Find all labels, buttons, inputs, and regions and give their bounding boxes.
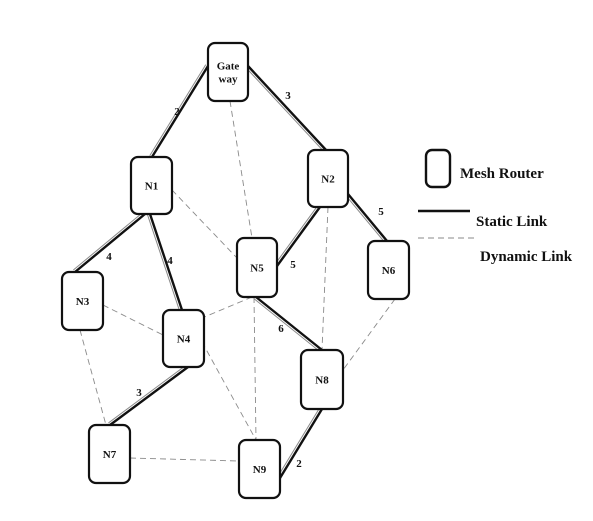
static-link-shadow-n1-n4 bbox=[147, 214, 181, 311]
legend-mesh-router-label: Mesh Router bbox=[460, 166, 544, 182]
static-link-n8-n9 bbox=[278, 408, 324, 479]
router-box-n9 bbox=[237, 438, 282, 500]
link-weight-n4-n7: 3 bbox=[136, 387, 142, 399]
static-link-n2-n5 bbox=[276, 206, 321, 267]
legend-dynamic-link-label: Dynamic Link bbox=[480, 249, 573, 265]
static-link-n2-n6 bbox=[347, 193, 388, 242]
dynamic-link-gateway-n5 bbox=[229, 100, 253, 239]
dynamic-link-n5-n9 bbox=[253, 296, 257, 441]
router-n9: N9 bbox=[237, 438, 282, 500]
router-box-n6 bbox=[366, 239, 411, 301]
dynamic-link-n3-n4 bbox=[102, 304, 164, 336]
dynamic-link-n4-n9 bbox=[201, 341, 257, 441]
router-n2: N2 bbox=[306, 148, 350, 209]
router-label-gateway: way bbox=[219, 74, 238, 86]
router-label-n1: N1 bbox=[145, 181, 158, 193]
static-link-shadow-gateway-n2 bbox=[245, 67, 325, 153]
legend: Mesh Router Static Link Dynamic Link bbox=[418, 148, 573, 265]
static-link-shadow-gateway-n1 bbox=[149, 64, 207, 156]
link-weight-n2-n5: 5 bbox=[290, 259, 296, 271]
router-label-n3: N3 bbox=[76, 296, 90, 308]
legend-router-icon bbox=[424, 148, 452, 189]
link-weight-n5-n8: 6 bbox=[278, 323, 284, 335]
dynamic-link-n6-n8 bbox=[342, 298, 396, 371]
legend-static-link-label: Static Link bbox=[476, 214, 548, 230]
router-n1: N1 bbox=[129, 155, 174, 216]
router-box-n2 bbox=[306, 148, 350, 209]
router-n7: N7 bbox=[87, 423, 132, 485]
static-link-shadow-n5-n8 bbox=[254, 298, 321, 353]
router-n5: N5 bbox=[235, 236, 279, 299]
router-box-n4 bbox=[161, 308, 206, 369]
dynamic-link-n2-n8 bbox=[321, 206, 329, 351]
link-weight-n1-n4: 4 bbox=[167, 255, 173, 267]
static-link-gateway-n1 bbox=[150, 65, 210, 158]
static-link-n4-n7 bbox=[109, 366, 189, 426]
static-links bbox=[73, 64, 388, 479]
router-label-n4: N4 bbox=[177, 334, 191, 346]
link-weight-n8-n9: 2 bbox=[296, 458, 302, 470]
router-label-gateway: Gate bbox=[217, 61, 240, 73]
router-n3: N3 bbox=[60, 270, 105, 332]
router-box-n5 bbox=[235, 236, 279, 299]
dynamic-link-n3-n7 bbox=[79, 329, 107, 426]
static-link-shadow-n1-n3 bbox=[73, 211, 144, 271]
router-n6: N6 bbox=[366, 239, 411, 301]
router-label-n7: N7 bbox=[103, 449, 117, 461]
link-weights: 2 3 4 4 5 5 6 3 2 bbox=[106, 90, 384, 470]
router-box-n3 bbox=[60, 270, 105, 332]
router-label-n6: N6 bbox=[382, 265, 396, 277]
static-link-shadow-n2-n5 bbox=[274, 205, 319, 265]
link-weight-n1-n3: 4 bbox=[106, 251, 112, 263]
static-link-n1-n3 bbox=[74, 213, 146, 273]
router-box-n7 bbox=[87, 423, 132, 485]
router-box-n1 bbox=[129, 155, 174, 216]
dynamic-link-n7-n9 bbox=[129, 457, 240, 462]
dynamic-links bbox=[79, 100, 396, 462]
static-link-n5-n8 bbox=[255, 296, 323, 351]
router-n4: N4 bbox=[161, 308, 206, 369]
link-weight-n2-n6: 5 bbox=[378, 206, 384, 218]
static-link-gateway-n2 bbox=[247, 65, 327, 151]
static-link-n1-n4 bbox=[148, 213, 184, 311]
static-link-shadow-n2-n6 bbox=[345, 195, 386, 243]
router-label-n9: N9 bbox=[253, 464, 267, 476]
dynamic-link-n5-n4 bbox=[201, 296, 253, 319]
link-weight-gateway-n1: 2 bbox=[174, 106, 180, 118]
static-link-shadow-n8-n9 bbox=[277, 407, 321, 477]
router-box-gateway bbox=[206, 41, 250, 103]
dynamic-link-n1-n5 bbox=[171, 189, 238, 259]
router-n8: N8 bbox=[299, 348, 345, 411]
router-label-n2: N2 bbox=[321, 174, 335, 186]
router-box-n8 bbox=[299, 348, 345, 411]
static-link-shadow-n4-n7 bbox=[108, 364, 187, 424]
router-label-n8: N8 bbox=[315, 375, 329, 387]
link-weight-gateway-n2: 3 bbox=[285, 90, 291, 102]
router-label-n5: N5 bbox=[250, 263, 264, 275]
